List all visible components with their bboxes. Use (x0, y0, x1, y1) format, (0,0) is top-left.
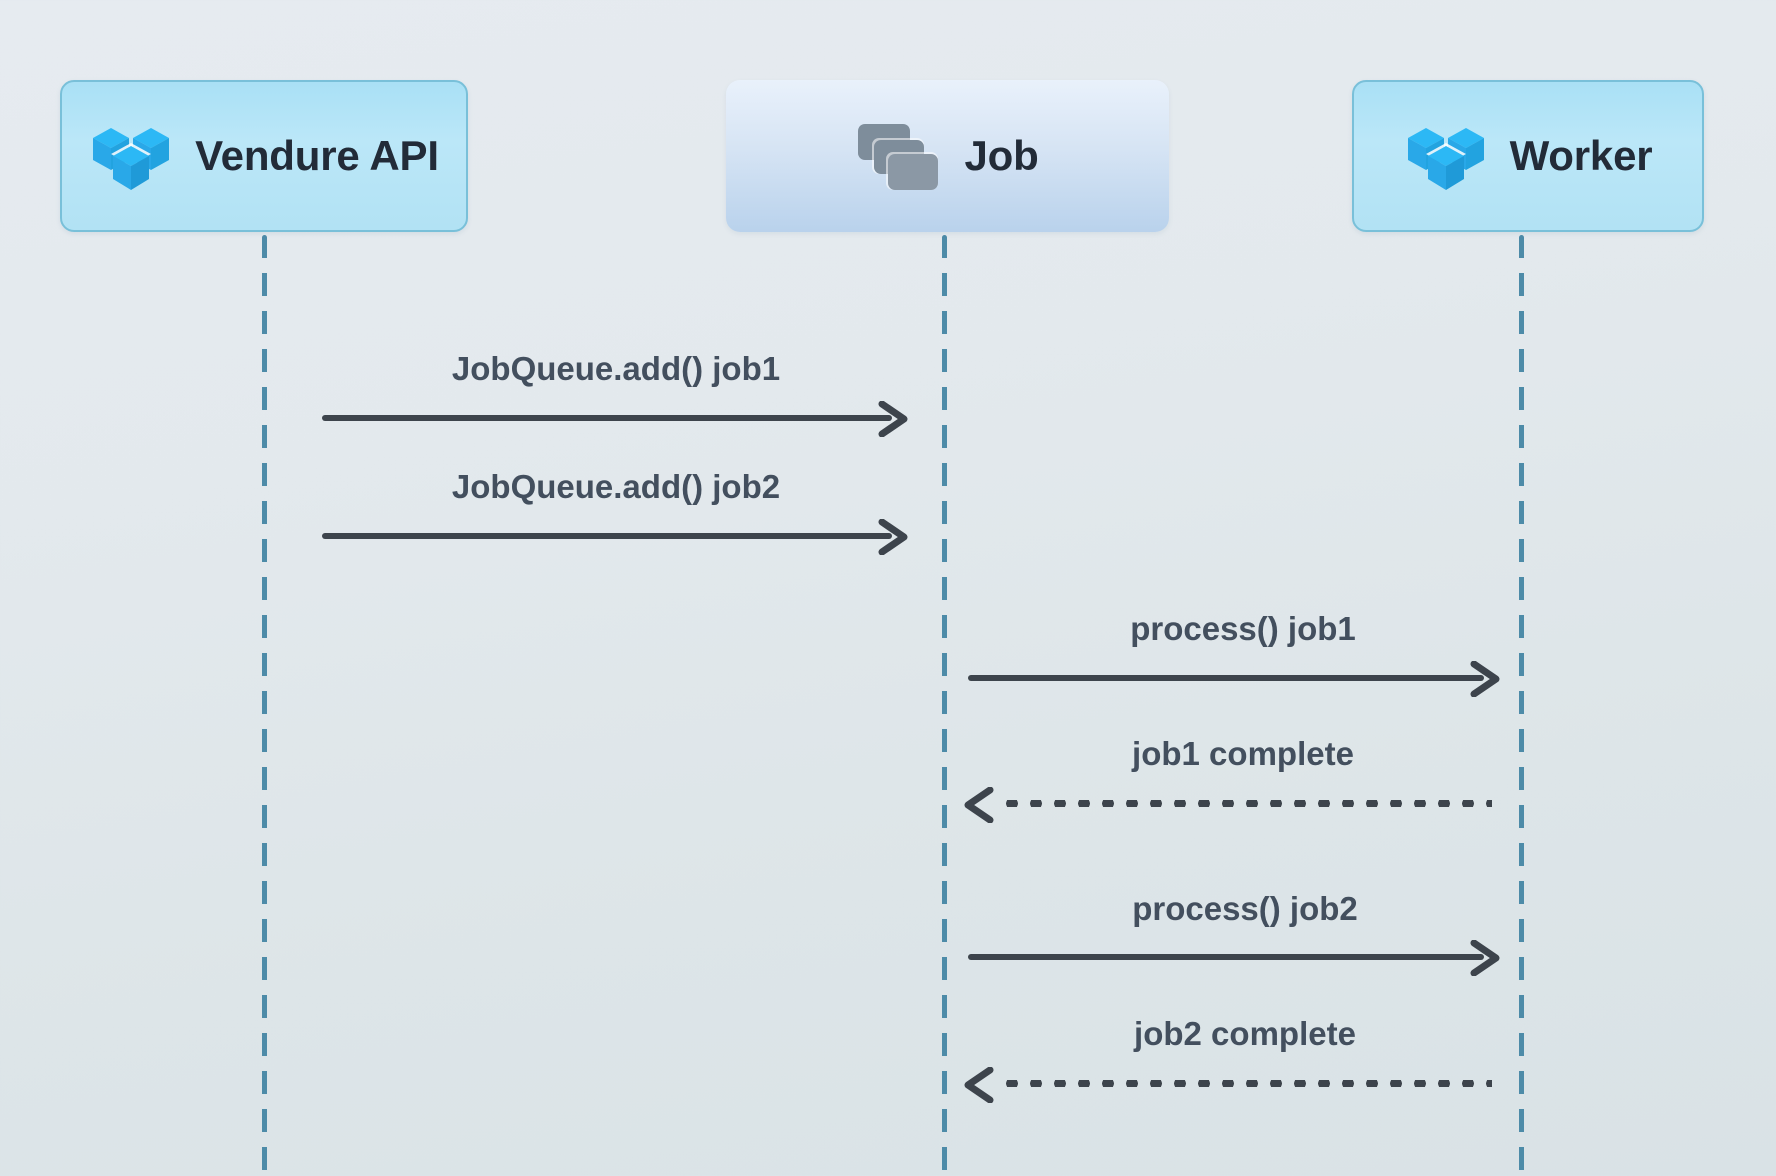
lifeline-job (942, 235, 947, 1176)
lifeline-worker (1519, 235, 1524, 1176)
arrowhead-right-msg-1 (878, 400, 908, 438)
message-label-msg-2: JobQueue.add() job2 (451, 468, 781, 505)
message-line-msg-4 (1000, 800, 1492, 807)
arrowhead-right-msg-5 (1470, 939, 1500, 977)
arrowhead-left-msg-4 (962, 786, 994, 824)
message-line-msg-6 (1000, 1080, 1492, 1087)
message-label-msg-1: JobQueue.add() job1 (451, 350, 781, 387)
message-label-msg-6: job2 complete (1134, 1015, 1356, 1052)
participant-box-worker[interactable]: Worker (1352, 80, 1704, 232)
message-line-msg-2 (322, 533, 892, 539)
arrowhead-right-msg-3 (1470, 660, 1500, 698)
vendure-cubes-icon (1404, 118, 1488, 194)
message-line-msg-5 (968, 954, 1484, 960)
message-line-msg-3 (968, 675, 1484, 681)
participant-label-vendure-api: Vendure API (195, 132, 439, 179)
message-label-msg-5: process() job2 (1132, 890, 1358, 927)
participant-label-worker: Worker (1509, 132, 1653, 179)
message-label-msg-3: process() job1 (1130, 610, 1356, 647)
participant-box-vendure-api[interactable]: Vendure API (60, 80, 468, 232)
message-line-msg-1 (322, 415, 892, 421)
lifeline-vendure-api (262, 235, 267, 1176)
message-label-msg-4: job1 complete (1132, 735, 1354, 772)
participant-label-job: Job (964, 132, 1039, 179)
arrowhead-left-msg-6 (962, 1066, 994, 1104)
stacked-cards-icon (856, 118, 942, 194)
participant-box-job[interactable]: Job (726, 80, 1169, 232)
arrowhead-right-msg-2 (878, 518, 908, 556)
vendure-cubes-icon (89, 118, 173, 194)
